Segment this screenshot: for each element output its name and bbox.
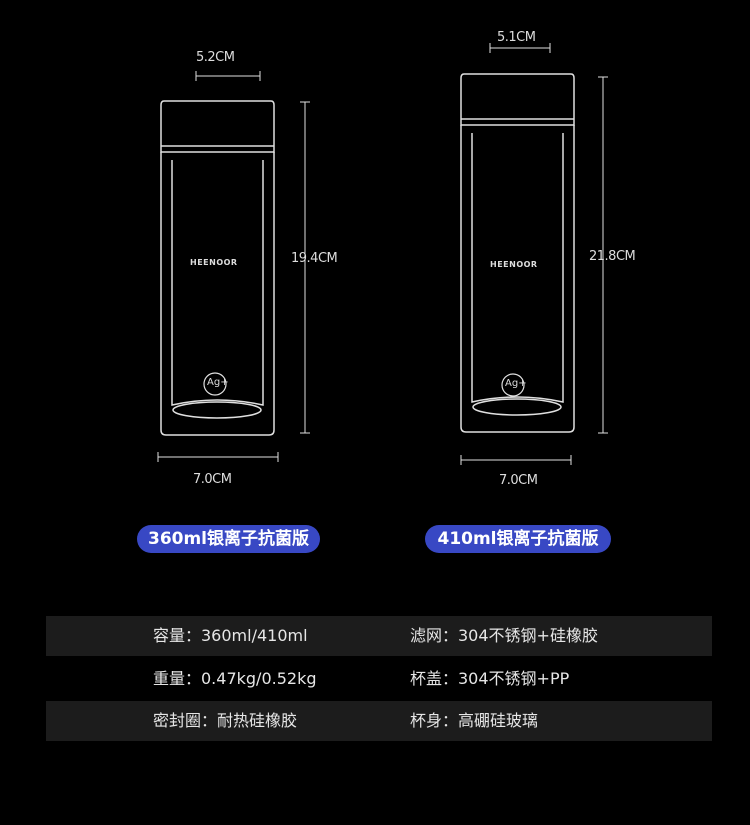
brand-logo: HEENOOR (190, 258, 238, 267)
spec-filter: 滤网：304不锈钢+硅橡胶 (410, 626, 598, 645)
top-width-label: 5.1CM (497, 30, 536, 45)
spec-seal: 密封圈：耐热硅橡胶 (153, 711, 298, 730)
top-width-label: 5.2CM (196, 50, 235, 65)
height-label: 21.8CM (589, 249, 636, 264)
bottom-width-label: 7.0CM (499, 473, 538, 488)
spec-row: 重量：0.47kg/0.52kg 杯盖：304不锈钢+PP (46, 659, 712, 699)
height-label: 19.4CM (291, 251, 338, 266)
bottle-410ml (460, 43, 608, 465)
silver-ion-icon: Ag+ (207, 377, 229, 388)
variant-badge-360ml: 360ml银离子抗菌版 (137, 525, 320, 553)
bottle-360ml (157, 71, 310, 462)
brand-logo: HEENOOR (490, 260, 538, 269)
spec-weight: 重量：0.47kg/0.52kg (153, 669, 317, 688)
spec-body: 杯身：高硼硅玻璃 (410, 711, 539, 730)
bottom-width-label: 7.0CM (193, 472, 232, 487)
spec-row: 密封圈：耐热硅橡胶 杯身：高硼硅玻璃 (46, 701, 712, 741)
spec-capacity: 容量：360ml/410ml (153, 626, 308, 645)
spec-row: 容量：360ml/410ml 滤网：304不锈钢+硅橡胶 (46, 616, 712, 656)
silver-ion-icon: Ag+ (505, 378, 527, 389)
variant-badge-410ml: 410ml银离子抗菌版 (425, 525, 611, 553)
spec-lid: 杯盖：304不锈钢+PP (410, 669, 570, 688)
